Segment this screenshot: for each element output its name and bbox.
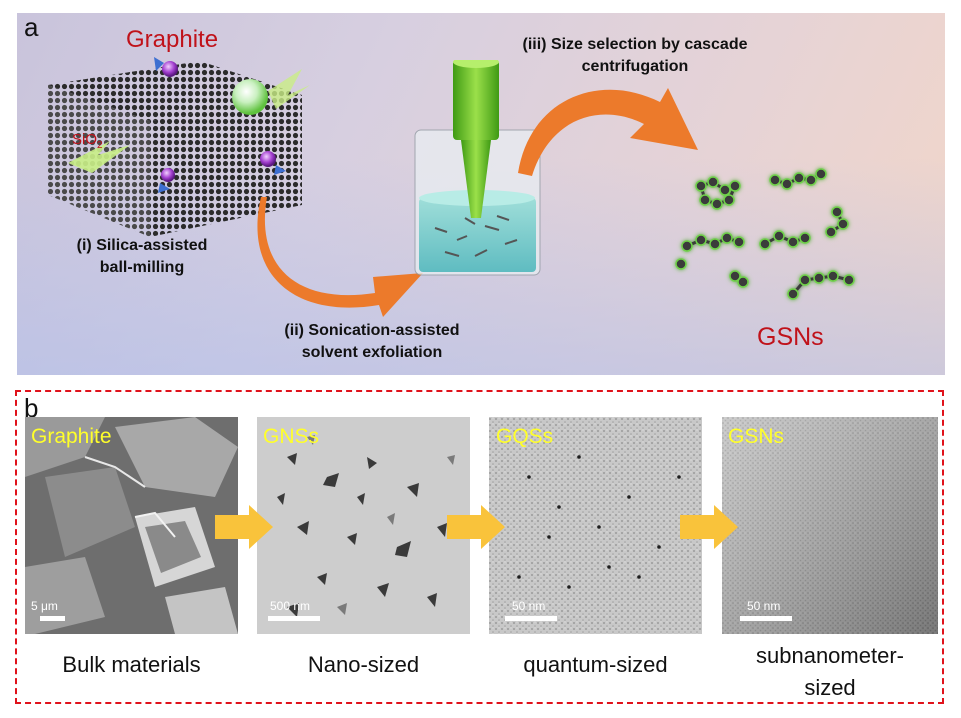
sio2-subscript: 2 bbox=[97, 140, 103, 151]
yellow-arrow-2 bbox=[447, 505, 505, 549]
step3-line1: (iii) Size selection by cascade bbox=[522, 36, 748, 53]
step3-line2: centrifugation bbox=[581, 58, 689, 75]
scale-bar-gsns bbox=[740, 616, 792, 621]
caption-nano-sized: Nano-sized bbox=[307, 652, 420, 677]
scale-bar-gqss bbox=[505, 616, 557, 621]
scale-label-gnss: 500 nm bbox=[270, 599, 311, 613]
scale-label-gqss: 50 nm bbox=[512, 599, 546, 613]
image-label-gsns: GSNs bbox=[728, 425, 785, 448]
micrograph-gnss bbox=[257, 417, 470, 634]
caption-quantum-sized: quantum-sized bbox=[523, 652, 668, 677]
image-label-graphite: Graphite bbox=[31, 425, 112, 448]
yellow-arrow-1 bbox=[215, 505, 273, 549]
graphite-lattice-block bbox=[48, 57, 310, 237]
graphite-label: Graphite bbox=[126, 26, 219, 53]
caption-bulk-materials: Bulk materials bbox=[62, 652, 201, 677]
caption-subnanometer-sized: subnanometer- sized bbox=[722, 640, 938, 704]
step2-line1: (ii) Sonication-assisted bbox=[284, 322, 460, 339]
yellow-arrow-3 bbox=[680, 505, 738, 549]
process-arrow-1 bbox=[257, 197, 423, 317]
panel-a-letter: a bbox=[24, 12, 39, 42]
process-arrow-2 bbox=[518, 88, 698, 176]
caption-subnanometer-line1: subnanometer- bbox=[756, 643, 904, 668]
gsn-molecules bbox=[675, 168, 855, 300]
scale-label-gsns: 50 nm bbox=[747, 599, 781, 613]
panel-b-letter: b bbox=[24, 393, 39, 423]
sio2-text: SiO bbox=[72, 131, 98, 148]
scale-bar-graphite bbox=[40, 616, 65, 621]
micrograph-gqss bbox=[489, 417, 702, 634]
step1-line1: (i) Silica-assisted bbox=[76, 237, 208, 254]
micrograph-graphite bbox=[25, 417, 238, 634]
sonication-beaker bbox=[414, 60, 541, 276]
step2-line2: solvent exfoliation bbox=[301, 344, 443, 361]
gsns-product-label: GSNs bbox=[757, 323, 824, 351]
scale-bar-gnss bbox=[268, 616, 320, 621]
caption-subnanometer-line2: sized bbox=[804, 675, 856, 700]
image-label-gnss: GNSs bbox=[263, 425, 320, 448]
step1-line2: ball-milling bbox=[99, 259, 185, 276]
image-label-gqss: GQSs bbox=[496, 425, 554, 448]
panel-b-border bbox=[15, 390, 944, 704]
scale-label-graphite: 5 μm bbox=[31, 599, 58, 613]
micrograph-gsns bbox=[722, 417, 938, 634]
sio2-label: SiO2 bbox=[72, 131, 103, 151]
